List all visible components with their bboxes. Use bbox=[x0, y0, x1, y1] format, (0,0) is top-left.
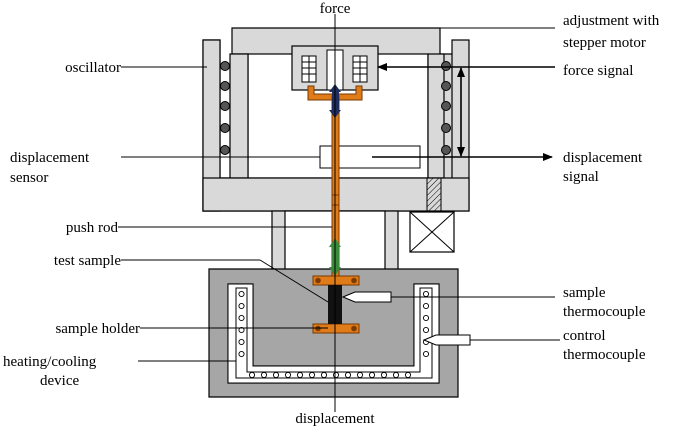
oscillator-left-coils bbox=[220, 61, 230, 155]
furnace-coil bbox=[296, 371, 304, 379]
furnace-coil bbox=[380, 371, 388, 379]
furnace-coil bbox=[404, 371, 412, 379]
oscillator-left-inner bbox=[229, 53, 249, 179]
force-signal-label: force signal bbox=[563, 63, 633, 79]
transducer-coil-left bbox=[301, 55, 317, 83]
furnace-coil bbox=[368, 371, 376, 379]
furnace-coil bbox=[238, 326, 245, 334]
furnace-coil bbox=[356, 371, 364, 379]
adjustment-label-1: adjustment with bbox=[563, 13, 660, 29]
sample-holder-label: sample holder bbox=[55, 321, 140, 337]
furnace-coil bbox=[308, 371, 316, 379]
furnace-coil bbox=[422, 302, 430, 310]
heating-cooling-label-1: heating/cooling bbox=[3, 354, 97, 370]
furnace-coil bbox=[344, 371, 352, 379]
furnace-liner-inner bbox=[235, 287, 433, 379]
furnace-liner bbox=[227, 283, 440, 384]
stepper-screw-front bbox=[426, 177, 442, 212]
stepper-motor-box bbox=[409, 211, 455, 253]
rod-bracket bbox=[307, 85, 363, 101]
sample-thermocouple-label-1: sample bbox=[563, 285, 606, 301]
test-sample-label: test sample bbox=[54, 253, 121, 269]
furnace-coil bbox=[320, 371, 328, 379]
leader-lines bbox=[118, 27, 560, 362]
control-thermocouple-label-2: thermocouple bbox=[563, 347, 646, 363]
heating-cooling-label-2: device bbox=[40, 373, 79, 389]
furnace-coil bbox=[238, 314, 245, 322]
furnace-coil bbox=[248, 371, 256, 379]
displacement-sensor-label-2: sensor bbox=[10, 170, 48, 186]
oscillator-label: oscillator bbox=[65, 60, 121, 76]
furnace-coil bbox=[392, 371, 400, 379]
furnace-coil bbox=[422, 290, 430, 298]
sample-thermocouple-label-2: thermocouple bbox=[563, 304, 646, 320]
adjustment-label-2: stepper motor bbox=[563, 35, 646, 51]
displacement-sensor-label-1: displacement bbox=[10, 150, 90, 166]
push-rod-label: push rod bbox=[66, 220, 119, 236]
furnace-coil bbox=[332, 371, 340, 379]
furnace-coil bbox=[260, 371, 268, 379]
displacement-signal-label-2: signal bbox=[563, 169, 599, 185]
force-label: force bbox=[320, 1, 351, 17]
displacement-bottom-label: displacement bbox=[295, 411, 375, 427]
furnace-coil bbox=[238, 338, 245, 346]
furnace-coil bbox=[422, 326, 430, 334]
control-thermocouple-label-1: control bbox=[563, 328, 606, 344]
sample-holder-top bbox=[312, 275, 360, 286]
furnace-coil bbox=[238, 290, 245, 298]
transducer-coil-right bbox=[352, 55, 368, 83]
furnace-coil bbox=[238, 302, 245, 310]
displacement-signal-label-1: displacement bbox=[563, 150, 643, 166]
furnace-coil bbox=[422, 314, 430, 322]
oscillator-right-coils bbox=[441, 61, 451, 155]
sample-thermocouple bbox=[341, 291, 392, 303]
furnace-coil bbox=[272, 371, 280, 379]
furnace-coil bbox=[422, 350, 430, 358]
oscillator-right-inner bbox=[427, 53, 445, 179]
furnace-coil bbox=[284, 371, 292, 379]
furnace-coil bbox=[238, 350, 245, 358]
